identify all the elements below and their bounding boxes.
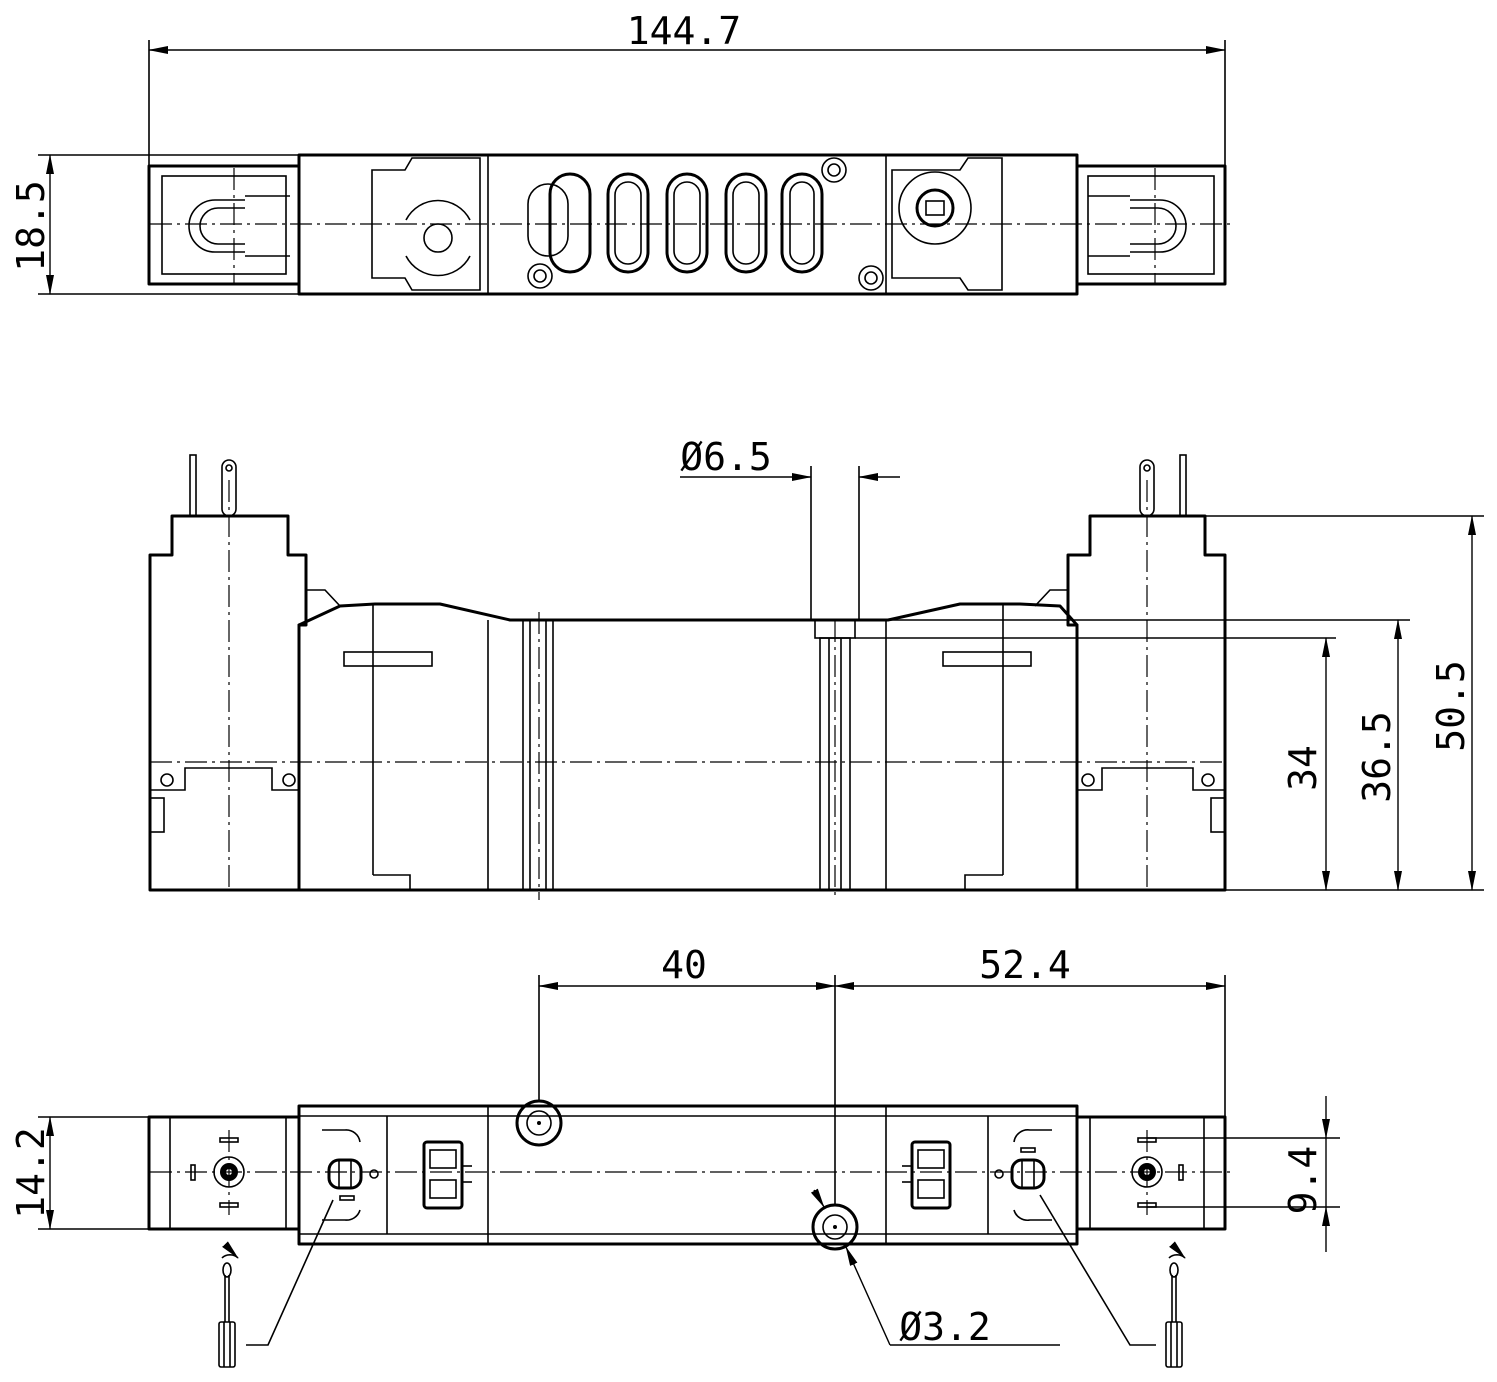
dim-bottom-width: 14.2 [9, 1127, 53, 1219]
dim-overall-length: 144.7 [627, 9, 741, 53]
left-manual-override [327, 1158, 363, 1190]
dim-top-height: 18.5 [9, 180, 53, 272]
mount-hole-left [515, 1099, 563, 1147]
dim-pilot-hole-dia: Ø6.5 [680, 435, 772, 479]
side-valve-body [297, 602, 1079, 892]
side-left-coil [148, 514, 308, 892]
side-view: Ø6.5 34 36.5 50.5 [148, 435, 1484, 900]
top-port-2 [606, 172, 650, 274]
left-screwdriver-icon [218, 1241, 239, 1368]
dim-hole-spacing: 40 [661, 943, 707, 987]
top-port-3 [665, 172, 709, 274]
dim-mount-hole-dia: Ø3.2 [899, 1305, 991, 1349]
right-manual-override [1010, 1158, 1046, 1190]
side-right-coil [1066, 514, 1227, 892]
bottom-view: 40 52.4 14.2 9.4 Ø3.2 [9, 943, 1340, 1368]
top-port-4 [724, 172, 768, 274]
dim-height-50-5: 50.5 [1429, 660, 1473, 752]
top-port-1 [548, 172, 592, 274]
top-left-coil [147, 164, 301, 286]
right-screwdriver-icon [1165, 1241, 1186, 1368]
top-view: 144.7 18.5 [9, 9, 1235, 296]
dim-height-36-5: 36.5 [1355, 711, 1399, 803]
dim-height-34: 34 [1281, 745, 1325, 791]
dim-center-offset: 9.4 [1281, 1146, 1325, 1215]
bottom-valve-body [297, 1104, 1079, 1246]
bottom-right-coil [1075, 1115, 1227, 1231]
top-right-coil [1075, 164, 1227, 286]
bottom-left-coil [147, 1115, 301, 1231]
dim-hole-to-end: 52.4 [979, 943, 1071, 987]
top-port-5 [780, 172, 824, 274]
